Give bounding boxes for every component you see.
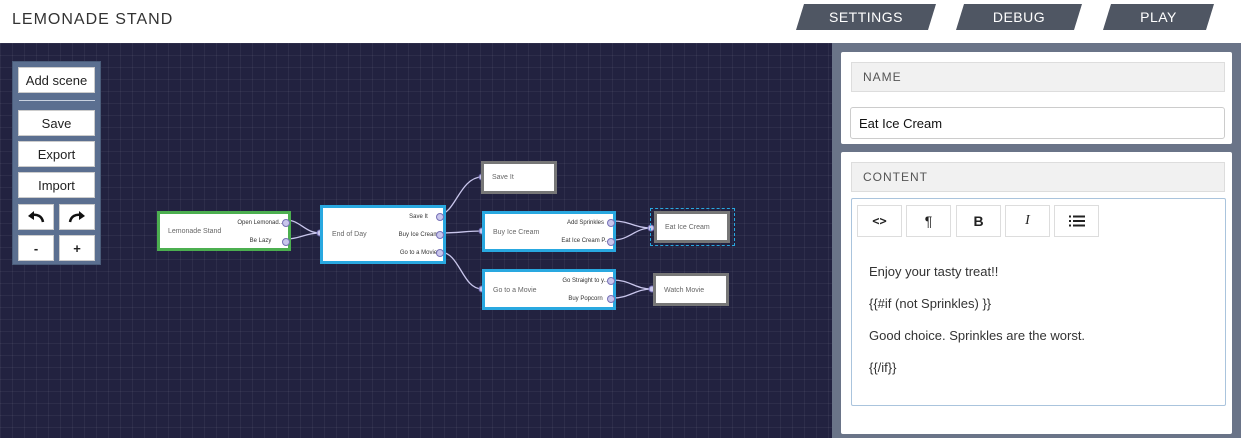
content-line[interactable]: {{/if}} <box>869 360 897 375</box>
scene-link-go-straight[interactable]: Go Straight to y... <box>560 274 611 288</box>
content-card: CONTENT <> ¶ B I Enjoy your tasty treat!… <box>841 152 1232 434</box>
edge-open-lemonade-to-end-of-day <box>285 219 321 234</box>
italic-button[interactable]: I <box>1005 205 1050 237</box>
paragraph-button[interactable]: ¶ <box>906 205 951 237</box>
edge-eat-ice-cream-plain-to-eat <box>612 227 652 241</box>
zoom-in-button[interactable]: + <box>59 235 95 261</box>
scene-link-be-lazy[interactable]: Be Lazy <box>235 234 286 248</box>
selection-outline <box>650 208 735 246</box>
scene-node-title: Buy Ice Cream <box>493 229 540 236</box>
redo-button[interactable] <box>59 204 95 230</box>
redo-arrow-icon <box>68 211 85 223</box>
scene-link-buy-popcorn[interactable]: Buy Popcorn <box>560 292 611 306</box>
app-header: LEMONADE STAND SETTINGS DEBUG PLAY <box>0 0 1241 43</box>
debug-button[interactable]: DEBUG <box>956 4 1082 30</box>
play-button[interactable]: PLAY <box>1103 4 1214 30</box>
import-button[interactable]: Import <box>18 172 95 198</box>
scene-node-go-to-movie[interactable]: Go to a Movie Go Straight to y... Buy Po… <box>482 269 616 310</box>
save-button[interactable]: Save <box>18 110 95 136</box>
edge-save-it-to-save-it-node <box>439 176 483 215</box>
story-graph-canvas[interactable]: Add scene Save Export Import - + Lemonad… <box>0 43 832 438</box>
content-line[interactable]: Enjoy your tasty treat!! <box>869 264 999 279</box>
port-be-lazy-out[interactable] <box>282 238 290 246</box>
port-go-to-movie-out[interactable] <box>436 249 444 257</box>
content-line[interactable]: Good choice. Sprinkles are the worst. <box>869 328 1086 343</box>
edge-be-lazy-to-end-of-day <box>285 232 321 240</box>
port-add-sprinkles-out[interactable] <box>607 219 615 227</box>
scene-link-eat-ice-cream-plain[interactable]: Eat Ice Cream P... <box>560 234 611 248</box>
edge-buy-ice-cream-link <box>439 230 483 234</box>
scene-editor-panel: NAME CONTENT <> ¶ B I Enjoy your tasty t… <box>832 43 1241 438</box>
code-view-button[interactable]: <> <box>857 205 902 237</box>
port-open-lemonade-out[interactable] <box>282 219 290 227</box>
bullet-list-button[interactable] <box>1054 205 1099 237</box>
scene-node-watch-movie[interactable]: Watch Movie <box>653 273 729 306</box>
scene-node-title: End of Day <box>332 231 367 238</box>
edge-add-sprinkles-to-eat <box>612 220 652 229</box>
scene-node-buy-ice-cream[interactable]: Buy Ice Cream Add Sprinkles Eat Ice Crea… <box>482 211 616 252</box>
content-line[interactable]: {{#if (not Sprinkles) }} <box>869 296 992 311</box>
undo-button[interactable] <box>18 204 54 230</box>
port-eat-ice-cream-plain-out[interactable] <box>607 238 615 246</box>
port-save-it-out[interactable] <box>436 213 444 221</box>
scene-node-lemonade-stand[interactable]: Lemonade Stand Open Lemonad... Be Lazy <box>157 211 291 251</box>
edge-go-to-movie-link <box>439 251 483 290</box>
scene-node-end-of-day[interactable]: End of Day Save It Buy Ice Cream Go to a… <box>320 205 446 264</box>
content-editor[interactable]: <> ¶ B I Enjoy your tasty treat!! {{#if … <box>851 198 1226 406</box>
scene-name-input[interactable] <box>850 107 1225 139</box>
add-scene-button[interactable]: Add scene <box>18 67 95 93</box>
scene-link-go-to-movie[interactable]: Go to a Movie <box>398 246 439 260</box>
scene-node-title: Watch Movie <box>664 287 705 294</box>
scene-node-title: Lemonade Stand <box>168 228 222 235</box>
scene-node-title: Go to a Movie <box>493 287 537 294</box>
name-label: NAME <box>851 62 1225 92</box>
scene-node-save-it[interactable]: Save It <box>481 161 557 194</box>
app-title: LEMONADE STAND <box>12 11 174 28</box>
name-card: NAME <box>841 52 1232 144</box>
list-icon <box>1068 215 1085 227</box>
port-buy-popcorn-out[interactable] <box>607 295 615 303</box>
scene-link-add-sprinkles[interactable]: Add Sprinkles <box>560 216 611 230</box>
toolbar-divider <box>19 100 95 101</box>
settings-button[interactable]: SETTINGS <box>796 4 936 30</box>
scene-link-buy-ice-cream[interactable]: Buy Ice Cream <box>398 228 439 242</box>
undo-arrow-icon <box>28 211 45 223</box>
zoom-out-button[interactable]: - <box>18 235 54 261</box>
port-buy-ice-cream-out[interactable] <box>436 231 444 239</box>
bold-button[interactable]: B <box>956 205 1001 237</box>
content-label: CONTENT <box>851 162 1225 192</box>
scene-link-save-it[interactable]: Save It <box>398 210 439 224</box>
scene-link-open-lemonade[interactable]: Open Lemonad... <box>235 216 286 230</box>
export-button[interactable]: Export <box>18 141 95 167</box>
graph-toolbar: Add scene Save Export Import - + <box>12 61 101 265</box>
scene-node-eat-ice-cream[interactable]: Eat Ice Cream <box>654 211 730 243</box>
scene-node-title: Eat Ice Cream <box>665 224 710 231</box>
edge-buy-popcorn-to-watch <box>612 288 653 299</box>
edge-go-straight-to-watch <box>612 279 653 290</box>
port-go-straight-out[interactable] <box>607 277 615 285</box>
scene-node-title: Save It <box>492 174 514 181</box>
